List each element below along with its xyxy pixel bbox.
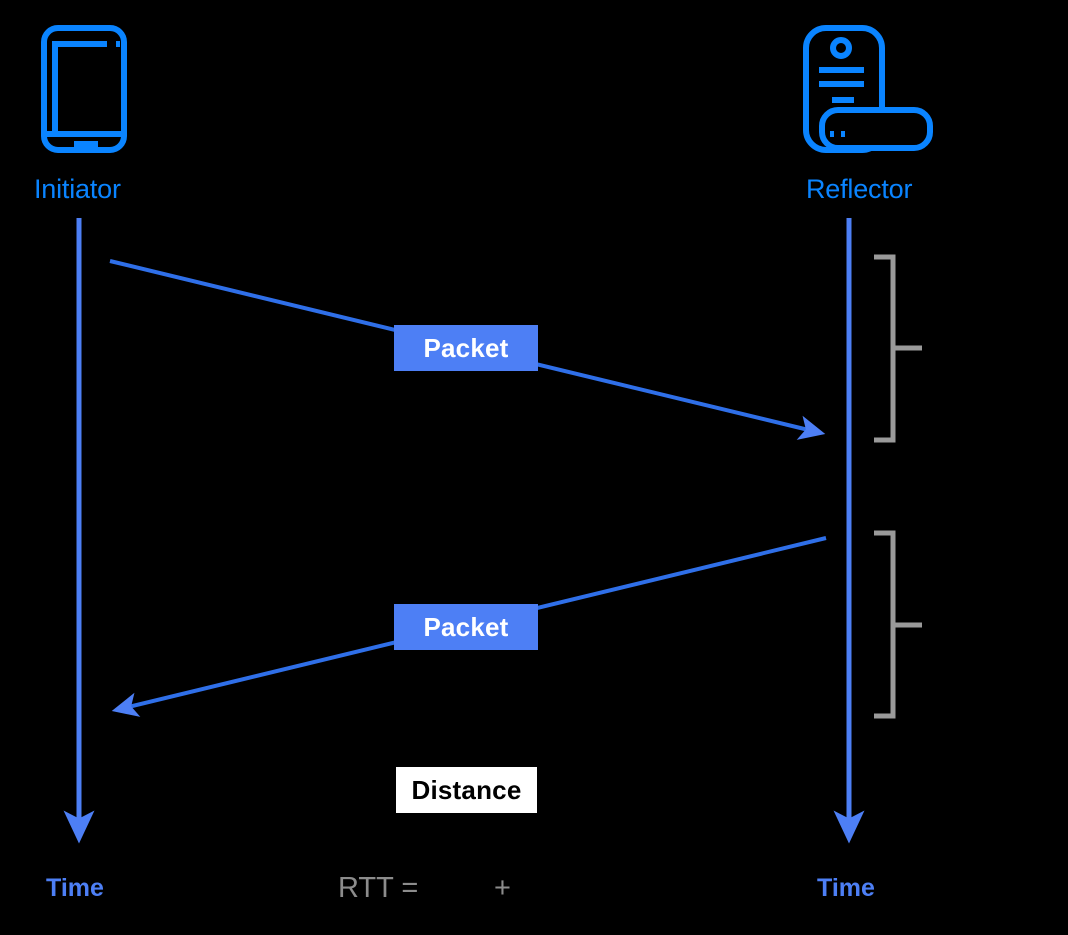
reflector-time-label: Time — [817, 874, 875, 902]
reflector-span-bracket-lower — [874, 530, 922, 719]
packet-label-returning: Packet — [394, 604, 538, 650]
smartphone-icon — [38, 22, 138, 156]
packet-label-outgoing: Packet — [394, 325, 538, 371]
distance-label: Distance — [396, 767, 537, 813]
smart-door-lock-icon — [800, 22, 940, 156]
reflector-label: Reflector — [806, 174, 913, 204]
rtt-formula-lhs: RTT = — [338, 872, 419, 904]
initiator-label: Initiator — [34, 174, 121, 204]
reflector-span-bracket-upper — [874, 254, 922, 443]
rtt-formula-operator: + — [494, 872, 511, 904]
initiator-time-label: Time — [46, 874, 104, 902]
